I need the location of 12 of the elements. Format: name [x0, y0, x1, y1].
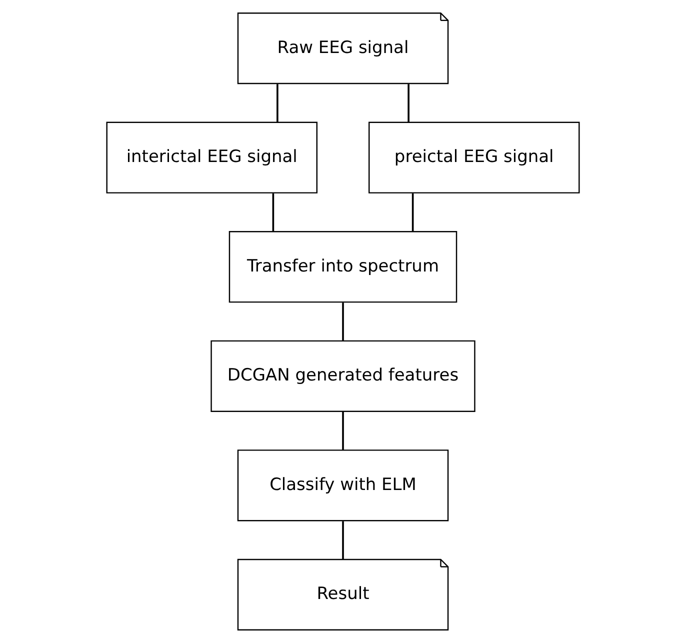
node-box: Transfer into spectrum — [228, 231, 457, 303]
connector — [407, 84, 409, 122]
connector — [276, 84, 278, 122]
connector — [342, 302, 344, 341]
connector — [342, 521, 344, 560]
connector — [272, 193, 274, 232]
connector — [411, 193, 414, 232]
node-box: DCGAN generated features — [210, 340, 475, 412]
connector — [342, 412, 344, 450]
node-box: preictal EEG signal — [368, 122, 580, 194]
node-box: interictal EEG signal — [106, 122, 317, 194]
node-box: Classify with ELM — [236, 450, 448, 522]
